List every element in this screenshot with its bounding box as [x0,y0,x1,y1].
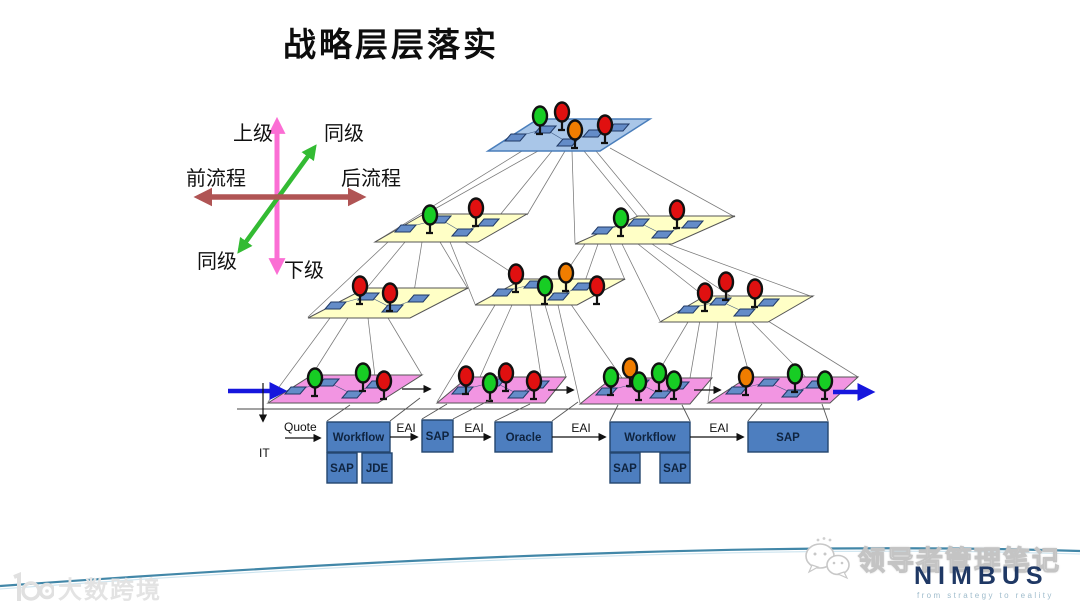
system-box-sap-sub-1 [326,452,358,484]
svg-text:SAP: SAP [776,432,800,444]
svg-text:SAP: SAP [613,463,637,475]
label-post-process: 后流程 [341,167,401,190]
it-systems: IT Quote Workflow SAP JDE EAI SAP EAI Or… [259,419,829,484]
watermark-right-text: 领导者管理笔记 [858,545,1061,576]
it-label: IT [259,446,270,460]
system-box-sap-2 [421,419,454,453]
system-box-workflow-2 [609,421,691,453]
svg-text:SAP: SAP [663,463,687,475]
eai-label-2: EAI [464,421,483,435]
svg-text:SAP: SAP [426,431,450,443]
plane-l4-pink-1 [266,374,424,404]
system-box-sap-sub-2 [609,452,641,484]
eai-label-1: EAI [396,421,415,435]
watermark-left-text: 大数跨境 [58,577,162,604]
brand-tagline: from strategy to reality [917,591,1054,600]
label-subordinate: 下级 [284,259,324,282]
system-box-workflow-1 [326,421,391,453]
page-title: 战略层层落实 [283,26,499,63]
system-box-sap-sub-3 [659,452,691,484]
label-pre-process: 前流程 [186,167,246,190]
process-flow-arrows [228,382,876,423]
system-box-sap-wide [747,421,829,453]
system-mapping-lines [326,397,829,422]
wechat-icon [805,537,850,580]
eai-label-4: EAI [709,421,728,435]
svg-text:Oracle: Oracle [506,432,542,444]
brand-nimbus: NIMBUS [914,562,1049,590]
system-box-jde [361,452,393,484]
svg-text:SAP: SAP [330,463,354,475]
compass: 上级 同级 前流程 后流程 同级 下级 [186,116,401,282]
svg-text:Workflow: Workflow [333,432,385,444]
svg-text:JDE: JDE [366,463,389,475]
watermark-right: 领导者管理笔记 [802,534,1061,582]
plane-l3-right [658,295,815,323]
svg-text:Workflow: Workflow [624,432,676,444]
watermark-left: 大数跨境 [6,570,162,605]
quote-label: Quote [284,420,317,434]
footer-swoosh [0,547,1080,590]
label-peer-top: 同级 [324,122,364,145]
dashu-logo-icon [13,571,54,601]
eai-label-3: EAI [571,421,590,435]
plane-l2-left [373,213,529,243]
label-superior: 上级 [233,122,273,145]
label-peer-bottom: 同级 [197,250,237,273]
plane-l2-right [574,215,736,245]
